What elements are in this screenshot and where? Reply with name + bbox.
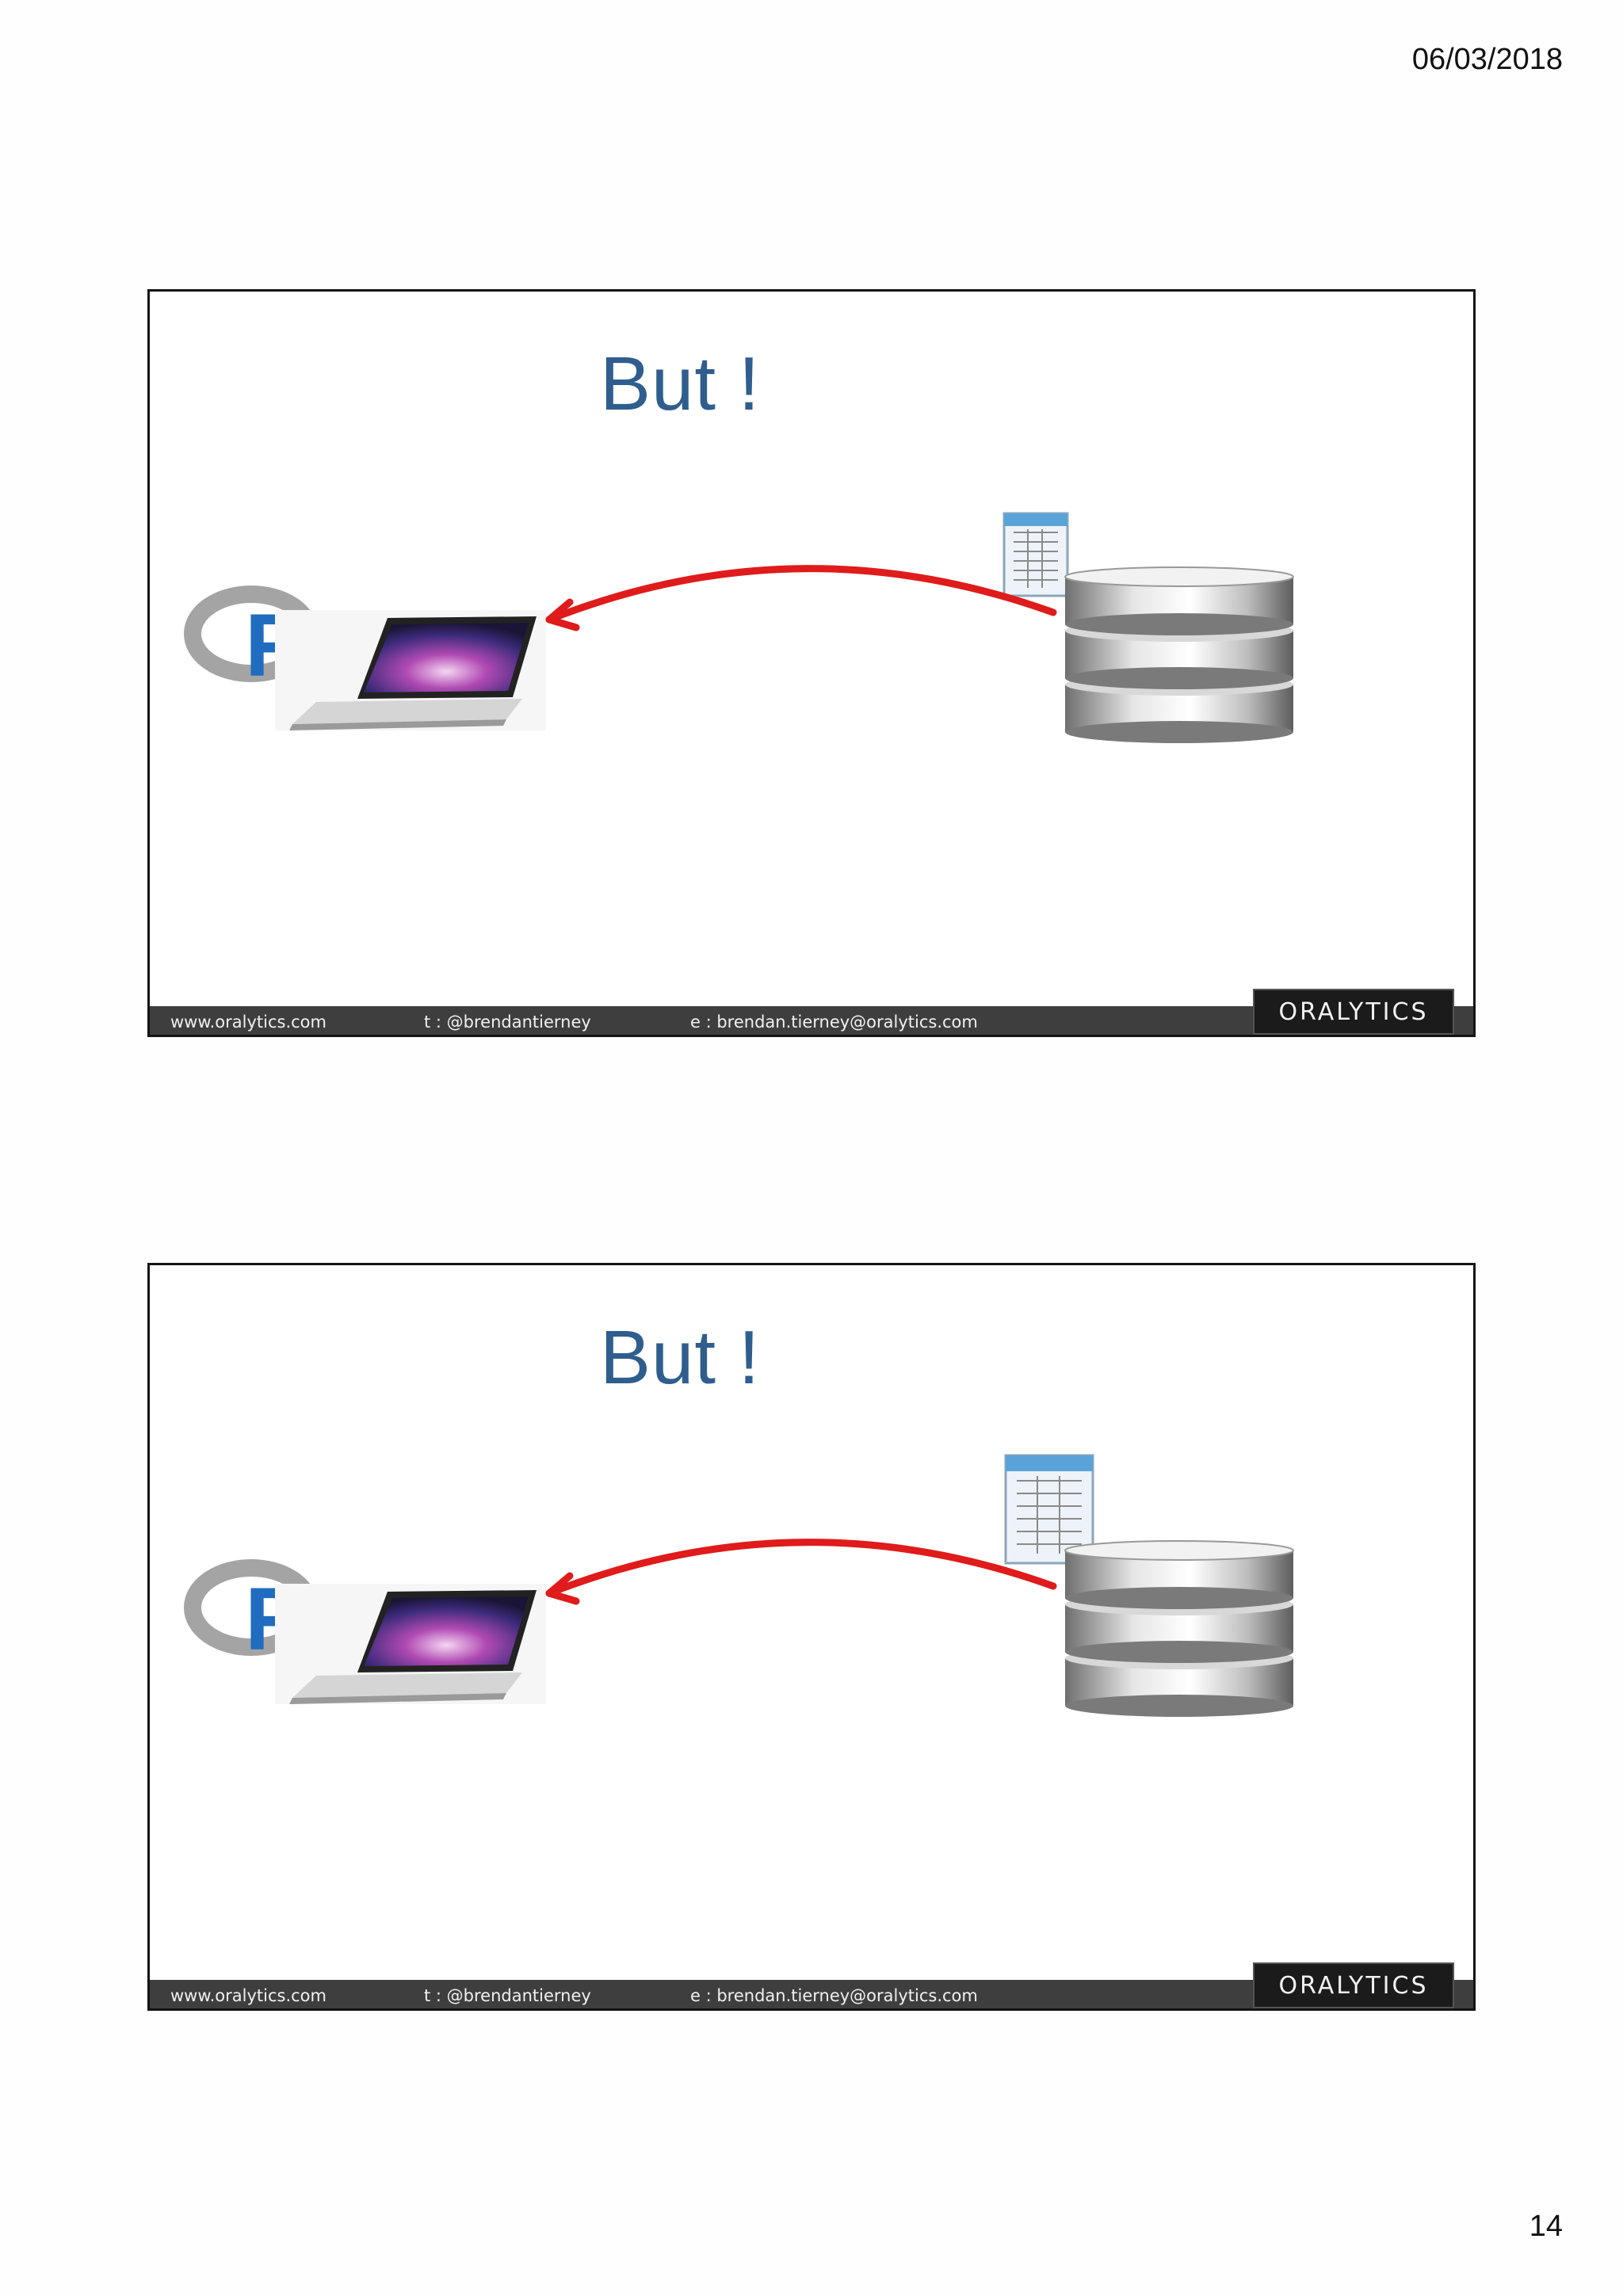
footer-website: www.oralytics.com [170, 1986, 327, 2005]
data-table-icon [1002, 512, 1069, 597]
oralytics-logo: ORALYTICS [1253, 989, 1454, 1035]
footer-bar [150, 1006, 1473, 1035]
slide-illustration: R [184, 1454, 1294, 1717]
page-date: 06/03/2018 [1411, 43, 1563, 76]
slide-1: But ! R [147, 289, 1476, 1037]
laptop-icon [275, 610, 546, 730]
slide-title: But ! [600, 1315, 761, 1400]
footer-twitter: t : @brendantierney [424, 1013, 591, 1032]
laptop-icon [275, 1584, 546, 1704]
footer-bar [150, 1980, 1473, 2008]
database-icon [1064, 566, 1294, 743]
data-table-icon [1004, 1454, 1094, 1565]
footer-email: e : brendan.tierney@oralytics.com [690, 1986, 978, 2005]
footer-website: www.oralytics.com [170, 1013, 327, 1032]
slide-title: But ! [600, 341, 761, 426]
page-number: 14 [1529, 2210, 1563, 2243]
slide-illustration: R [184, 512, 1294, 743]
oralytics-logo: ORALYTICS [1253, 1962, 1454, 2008]
footer-email: e : brendan.tierney@oralytics.com [690, 1013, 978, 1032]
footer-twitter: t : @brendantierney [424, 1986, 591, 2005]
database-icon [1064, 1540, 1294, 1717]
arrow-icon [545, 1539, 1057, 1605]
arrow-icon [545, 565, 1057, 631]
slide-2: But ! R [147, 1263, 1476, 2011]
